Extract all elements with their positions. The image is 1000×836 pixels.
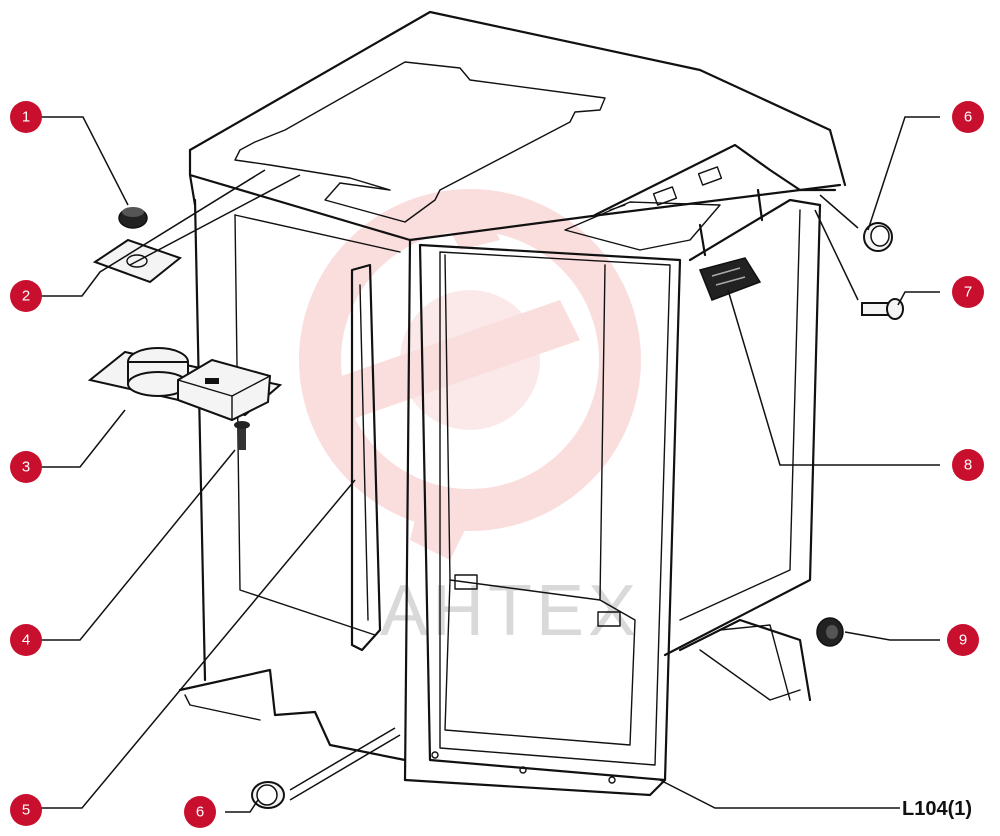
part-label-plate bbox=[698, 257, 762, 301]
part-plug-bottom bbox=[251, 781, 285, 809]
door-handle-rail bbox=[350, 263, 382, 652]
cab-left-side bbox=[178, 198, 412, 782]
cab-front-door bbox=[418, 243, 682, 782]
part-bolt bbox=[234, 421, 250, 450]
leader-lines bbox=[40, 116, 940, 813]
svg-text:5: 5 bbox=[22, 802, 30, 819]
svg-text:2: 2 bbox=[22, 288, 30, 305]
cab-bottom-frame bbox=[403, 751, 667, 797]
callout-5: 5 bbox=[10, 794, 42, 826]
callout-8: 8 bbox=[952, 449, 984, 481]
callout-6-top: 6 bbox=[952, 101, 984, 133]
svg-text:4: 4 bbox=[22, 632, 30, 649]
figure-reference: L104(1) bbox=[902, 798, 972, 820]
watermark-text: АНТЕХ bbox=[380, 571, 640, 651]
watermark-logo bbox=[299, 189, 641, 560]
callout-3: 3 bbox=[10, 451, 42, 483]
part-switch-box bbox=[87, 347, 283, 422]
callout-1: 1 bbox=[10, 101, 42, 133]
part-bolt-right bbox=[861, 298, 904, 320]
svg-text:8: 8 bbox=[964, 457, 972, 474]
part-plug-top bbox=[863, 222, 893, 252]
callout-6-bottom: 6 bbox=[184, 796, 216, 828]
svg-text:9: 9 bbox=[959, 632, 967, 649]
callout-7: 7 bbox=[952, 276, 984, 308]
callout-9: 9 bbox=[947, 624, 979, 656]
part-grommet-right bbox=[816, 617, 844, 647]
svg-text:7: 7 bbox=[964, 284, 972, 301]
svg-text:6: 6 bbox=[964, 109, 972, 126]
svg-text:6: 6 bbox=[196, 804, 204, 821]
cab-right-side bbox=[564, 143, 837, 702]
callout-2: 2 bbox=[10, 280, 42, 312]
callout-4: 4 bbox=[10, 624, 42, 656]
svg-text:1: 1 bbox=[22, 109, 30, 126]
part-grommet bbox=[118, 207, 148, 229]
svg-text:3: 3 bbox=[22, 459, 30, 476]
